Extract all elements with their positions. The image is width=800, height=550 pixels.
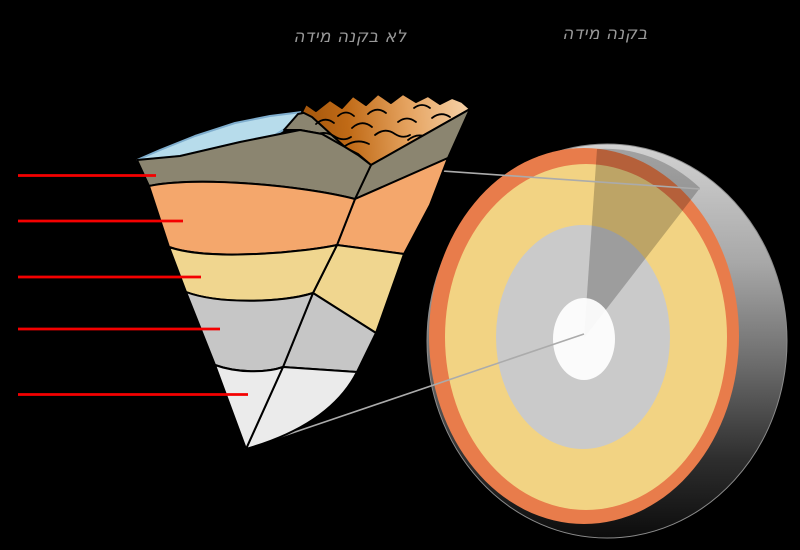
title-not-to-scale: לא בקנה מידה (293, 27, 407, 47)
title-to-scale: בקנה מידה (562, 24, 648, 44)
globe-to-scale (426, 143, 788, 539)
globe-inner-core (553, 298, 615, 380)
globe-extracted-sector-shade (584, 148, 700, 338)
connector-line-bottom (244, 333, 585, 450)
wedge-left-inner-core (214, 364, 284, 450)
wedge-left-upper-mantle (148, 180, 356, 256)
wedge-not-to-scale (136, 93, 471, 450)
layer-pointer-lines (18, 174, 248, 396)
